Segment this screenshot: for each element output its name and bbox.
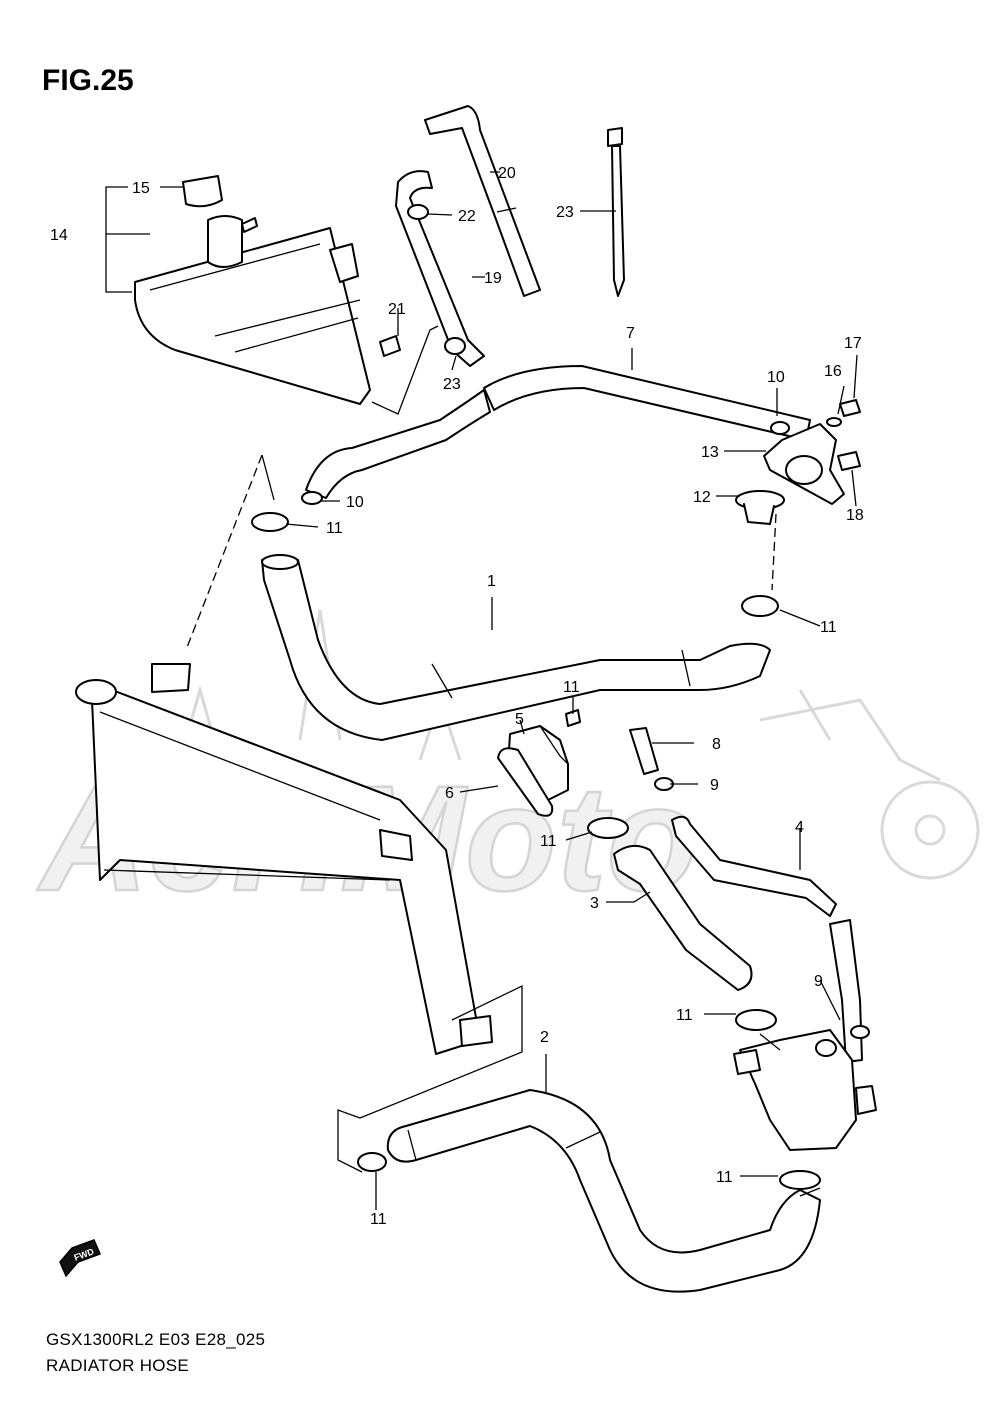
callout-20: 19 — [484, 270, 502, 287]
hose-1 — [261, 554, 771, 741]
fitting-8 — [629, 727, 659, 775]
o-ring-6 — [497, 747, 554, 817]
water-pump — [733, 1029, 877, 1151]
callout-12: 11 — [563, 679, 580, 696]
hose-20 — [395, 170, 485, 367]
radiator — [75, 663, 493, 1055]
reservoir-tank — [134, 175, 371, 405]
bolt-16 — [839, 399, 861, 417]
clamp-23-lower — [444, 337, 466, 355]
thermostat-13 — [735, 490, 785, 525]
clamp-11-outlet — [587, 817, 629, 839]
callouts: 15 14 20 22 23 19 21 7 17 23 10 16 13 12… — [50, 165, 864, 1228]
callout-1: 1 — [487, 573, 496, 590]
callout-4: 4 — [795, 819, 804, 836]
clamp-9-lower — [850, 1025, 870, 1039]
callout-11-a: 11 — [326, 520, 343, 537]
callout-13: 12 — [693, 489, 711, 506]
clamp-11-hose2-left — [357, 1152, 387, 1172]
callout-7: 7 — [626, 325, 635, 342]
bolt-22 — [379, 335, 401, 357]
fwd-arrow: FWD — [59, 1239, 102, 1278]
callout-21: 20 — [498, 165, 516, 182]
callout-6: 6 — [445, 785, 454, 802]
callout-16: 17 — [844, 335, 862, 352]
watermark-bike — [759, 689, 941, 782]
cable-tie-24 — [607, 127, 625, 297]
bolt-12 — [565, 709, 581, 727]
callout-14: 13 — [701, 444, 719, 461]
model-code: GSX1300RL2 E03 E28_025 — [46, 1330, 266, 1349]
callout-3: 3 — [590, 895, 599, 912]
callout-5: 5 — [515, 711, 524, 728]
callout-11-d: 11 — [676, 1007, 693, 1024]
callout-10-right: 10 — [767, 369, 785, 386]
hose-7 — [305, 365, 811, 499]
callout-11-c: 11 — [540, 833, 557, 850]
callout-23-lower: 23 — [443, 376, 461, 393]
callout-23-upper: 22 — [458, 208, 476, 225]
figure-title: FIG.25 — [42, 64, 134, 97]
thermostat-case-14 — [763, 423, 845, 505]
callout-8: 8 — [712, 736, 721, 753]
clamp-11-pump-upper — [735, 1009, 777, 1031]
hose-21 — [424, 105, 541, 297]
washer-15 — [826, 417, 842, 427]
callout-18: 14 — [50, 227, 68, 244]
bolt-17 — [837, 451, 861, 471]
figure-name: RADIATOR HOSE — [46, 1356, 190, 1375]
clamp-10-right — [770, 421, 790, 435]
callout-24: 23 — [556, 204, 574, 221]
watermark-hub — [914, 814, 946, 846]
callout-17: 18 — [846, 507, 864, 524]
clamp-10-left — [301, 491, 323, 505]
callout-22: 21 — [388, 301, 406, 318]
hose-3 — [613, 844, 753, 991]
callout-9-upper: 9 — [710, 777, 719, 794]
callout-2: 2 — [540, 1029, 549, 1046]
callout-19: 15 — [132, 180, 150, 197]
clamp-23-upper — [407, 204, 429, 220]
callout-10-left: 10 — [346, 494, 364, 511]
callout-15: 16 — [824, 363, 842, 380]
clamp-11-pump-lower — [779, 1170, 821, 1190]
clamp-11-hose1-right — [741, 595, 779, 617]
callout-11-f: 11 — [370, 1211, 387, 1228]
callout-11-b: 11 — [820, 619, 837, 636]
hose-2 — [386, 1089, 821, 1293]
clamp-11-hose1-left — [251, 512, 289, 532]
callout-9-lower: 9 — [814, 973, 823, 990]
leader-lines — [105, 171, 858, 1210]
callout-11-e: 11 — [716, 1169, 733, 1186]
watermark-wheel — [880, 780, 980, 880]
